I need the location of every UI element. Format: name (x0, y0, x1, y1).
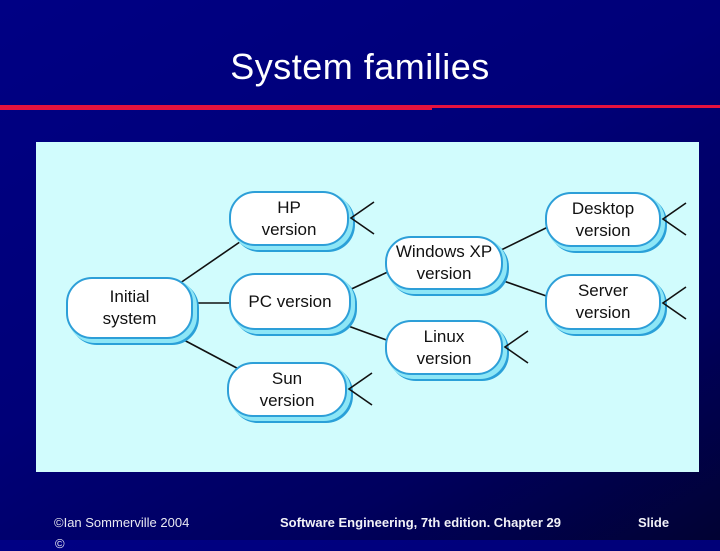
node-label-line: PC version (248, 291, 332, 311)
slide-title: System families (230, 46, 490, 87)
node-label-line: Initial (109, 287, 150, 307)
node-label-line: Sun (271, 368, 303, 388)
node-sun-version: Sun version (227, 362, 347, 417)
node-label-line: version (416, 348, 472, 368)
node-label-line: version (261, 219, 317, 239)
node-linux-version: Linux version (385, 320, 503, 375)
node-hp-version: HP version (229, 191, 349, 246)
node-initial-system: Initial system (66, 277, 193, 339)
node-windows-xp-version: Windows XP version (385, 236, 503, 290)
node-pc-version: PC version (229, 273, 351, 330)
title-underline-thick (0, 105, 432, 110)
footer-copyright-line2-clipped: © (55, 536, 65, 551)
footer-book-title: Software Engineering, 7th edition. Chapt… (280, 515, 561, 530)
node-label-line: version (575, 303, 631, 322)
node-label-line: Desktop (571, 198, 635, 218)
node-label-line: Server (577, 281, 629, 301)
node-label-line: Windows XP (395, 242, 493, 262)
node-label-line: version (259, 390, 315, 410)
footer-slide-label: Slide (638, 515, 670, 530)
node-label-line: version (416, 264, 472, 283)
footer-copyright: ©Ian Sommerville 2004 (54, 515, 190, 530)
node-label-line: Linux (423, 326, 465, 346)
node-server-version: Server version (545, 274, 661, 330)
node-label-line: HP (277, 197, 301, 217)
node-desktop-version: Desktop version (545, 192, 661, 247)
node-label-line: system (102, 309, 157, 328)
node-label-line: version (575, 220, 631, 240)
